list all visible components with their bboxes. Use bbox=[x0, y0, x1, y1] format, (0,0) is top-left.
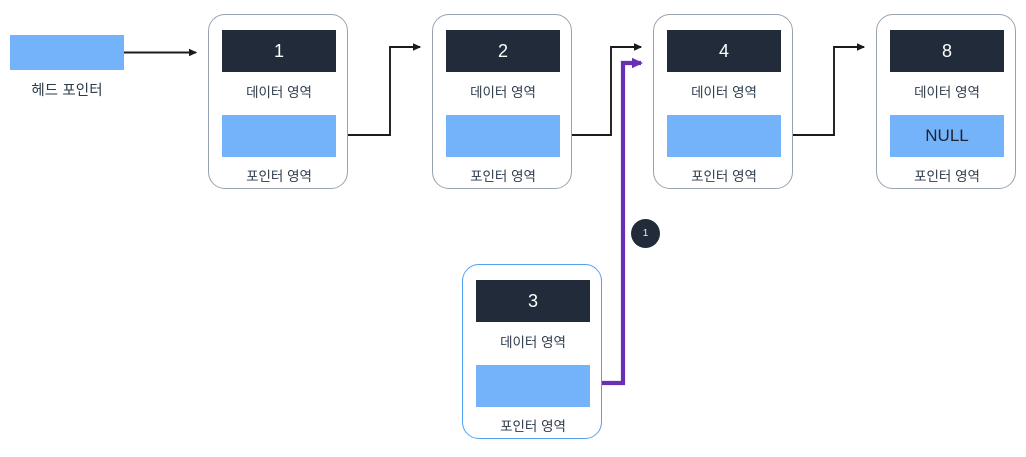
head-pointer-box bbox=[10, 35, 124, 70]
node-pointer-caption: 포인터 영역 bbox=[500, 419, 566, 434]
node-value: 8 bbox=[890, 30, 1004, 72]
node-pointer-field bbox=[667, 115, 781, 157]
node-pointer-field: NULL bbox=[890, 115, 1004, 157]
list-node-8[interactable]: 8 데이터 영역 NULL 포인터 영역 bbox=[876, 14, 1016, 189]
node-data-caption: 데이터 영역 bbox=[470, 85, 536, 100]
node-pointer-caption: 포인터 영역 bbox=[470, 169, 536, 184]
node-pointer-field bbox=[476, 365, 590, 407]
node-pointer-caption: 포인터 영역 bbox=[914, 169, 980, 184]
node-value: 4 bbox=[667, 30, 781, 72]
node-pointer-caption: 포인터 영역 bbox=[691, 169, 757, 184]
node-value: 2 bbox=[446, 30, 560, 72]
node-data-caption: 데이터 영역 bbox=[500, 335, 566, 350]
node-pointer-field bbox=[222, 115, 336, 157]
node-data-caption: 데이터 영역 bbox=[914, 85, 980, 100]
node-value: 1 bbox=[222, 30, 336, 72]
node-pointer-field bbox=[446, 115, 560, 157]
node-data-caption: 데이터 영역 bbox=[246, 85, 312, 100]
step-badge: 1 bbox=[631, 219, 660, 248]
node-value: 3 bbox=[476, 280, 590, 322]
node-data-caption: 데이터 영역 bbox=[691, 85, 757, 100]
node-pointer-caption: 포인터 영역 bbox=[246, 169, 312, 184]
head-pointer-label: 헤드 포인터 bbox=[31, 83, 103, 99]
